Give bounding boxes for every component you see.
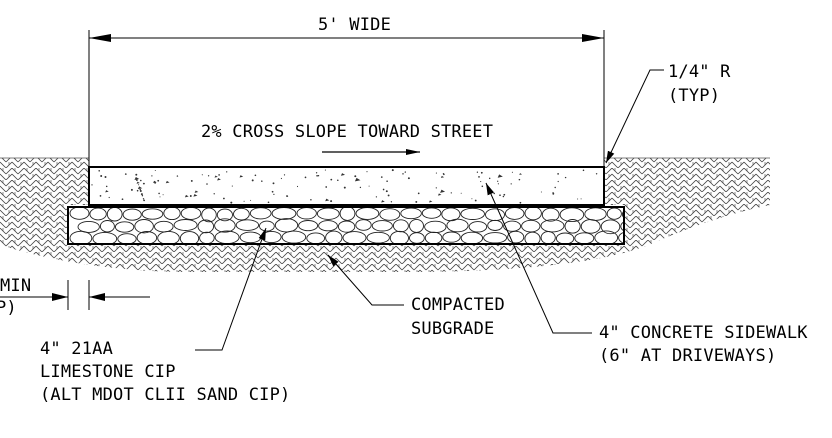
sidewalk-label-2: (6" AT DRIVEWAYS) bbox=[599, 346, 776, 366]
width-label: 5' WIDE bbox=[318, 15, 391, 35]
subgrade-callout: COMPACTED SUBGRADE bbox=[327, 254, 505, 339]
base-label-2: LIMESTONE CIP bbox=[40, 362, 176, 382]
radius-callout: 1/4" R (TYP) bbox=[605, 62, 731, 164]
slope-note: 2% CROSS SLOPE TOWARD STREET bbox=[201, 122, 493, 142]
radius-typ-label: (TYP) bbox=[668, 86, 720, 106]
min-dimension: MIN P) bbox=[0, 276, 150, 318]
sidewalk-label-1: 4" CONCRETE SIDEWALK bbox=[599, 323, 808, 343]
subgrade-label-2: SUBGRADE bbox=[411, 319, 494, 339]
concrete-sidewalk-slab bbox=[88, 166, 605, 206]
min-typ-label: P) bbox=[0, 298, 17, 318]
base-label-3: (ALT MDOT CLII SAND CIP) bbox=[40, 385, 290, 405]
base-callout: 4" 21AA LIMESTONE CIP (ALT MDOT CLII SAN… bbox=[40, 227, 290, 405]
sidewalk-callout: 4" CONCRETE SIDEWALK (6" AT DRIVEWAYS) bbox=[485, 182, 808, 366]
subgrade-label-1: COMPACTED bbox=[411, 295, 505, 315]
base-label-1: 4" 21AA bbox=[40, 339, 113, 359]
radius-label: 1/4" R bbox=[668, 62, 731, 82]
min-label: MIN bbox=[0, 276, 31, 296]
aggregate-base-layer bbox=[67, 206, 625, 245]
subgrade-hatch bbox=[0, 157, 770, 272]
width-dimension: 5' WIDE bbox=[88, 15, 605, 167]
